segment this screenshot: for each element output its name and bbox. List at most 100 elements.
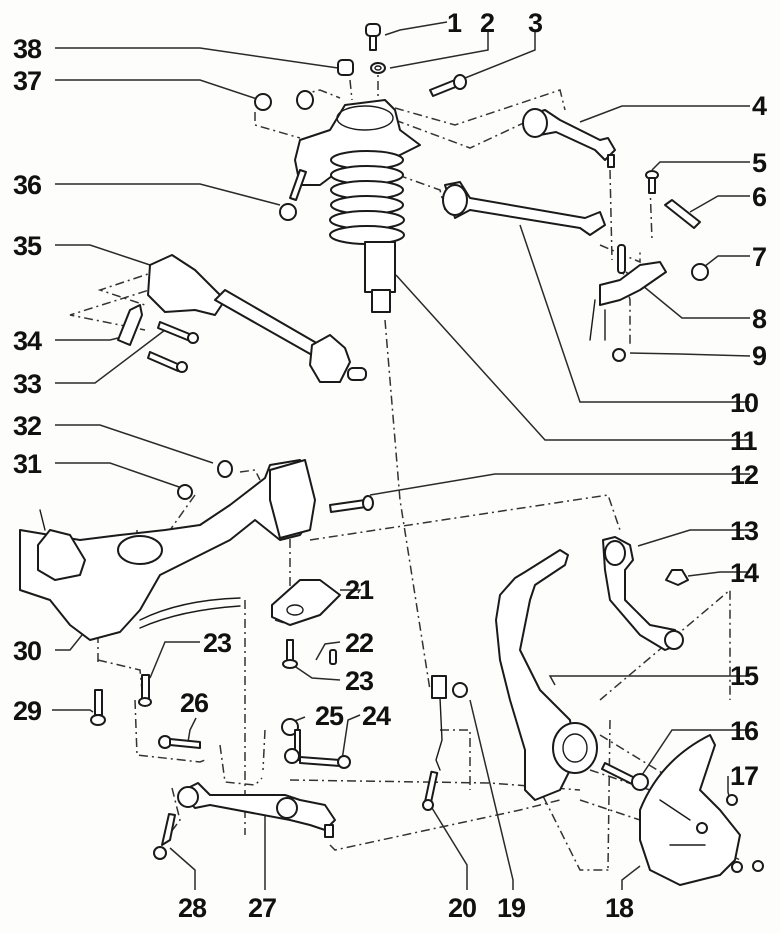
part-bolt-24 [299, 755, 351, 769]
part-bolt-23a [282, 639, 298, 669]
callout-8: 8 [752, 304, 767, 334]
callout-3: 3 [528, 8, 543, 38]
callout-17: 17 [730, 761, 759, 791]
part-shock-absorber [364, 241, 396, 313]
callout-32: 32 [13, 411, 42, 441]
leader-24 [341, 714, 361, 761]
leader-10 [519, 224, 750, 403]
part-drive-shaft-bolt [601, 762, 649, 791]
callout-6: 6 [752, 182, 767, 212]
leader-2 [389, 30, 489, 69]
part-wheel-bearing-housing [495, 549, 598, 801]
part-upper-arm-front [522, 108, 616, 168]
part-washer [370, 62, 386, 74]
callout-16: 16 [730, 716, 759, 746]
part-nut-9 [612, 348, 626, 362]
callout-19: 19 [497, 893, 526, 923]
leader-18 [621, 865, 641, 890]
part-bolt-29 [90, 689, 106, 726]
leader-27 [261, 809, 266, 890]
leader-29 [52, 709, 94, 713]
leader-36 [55, 183, 281, 206]
leader-13 [637, 529, 750, 547]
leader-14 [687, 571, 750, 577]
leader-38 [55, 47, 339, 69]
callout-36: 36 [13, 170, 42, 200]
callout-7: 7 [752, 242, 767, 272]
callout-22: 22 [345, 628, 374, 658]
callout-10: 10 [730, 388, 759, 418]
part-bolt-36 [279, 169, 307, 221]
callout-21: 21 [345, 575, 374, 605]
callout-4: 4 [752, 91, 767, 121]
leader-30 [55, 634, 83, 651]
part-strut-top-mount [294, 99, 421, 186]
leader-19 [469, 699, 514, 890]
leader-9 [629, 352, 751, 357]
callout-38: 38 [13, 34, 42, 64]
callout-34: 34 [13, 326, 42, 356]
leader-11 [395, 274, 750, 441]
leader-15 [548, 675, 750, 686]
leader-5 [651, 161, 750, 171]
part-bolts-33 [147, 321, 199, 373]
part-bolt-12 [329, 495, 374, 513]
part-lower-guide-link [177, 782, 336, 838]
callout-11: 11 [730, 426, 758, 456]
callout-20: 20 [448, 893, 477, 923]
leader-16 [639, 729, 750, 779]
part-coil-spring [329, 150, 405, 245]
callout-26: 26 [180, 688, 209, 718]
leader-6 [689, 195, 750, 213]
leader-4 [579, 105, 750, 123]
part-top-mount-bolt [365, 23, 381, 51]
part-knuckle-upper-clamp [589, 261, 667, 341]
part-sensor-wire [431, 675, 447, 771]
leader-31 [55, 462, 183, 489]
leader-33 [55, 329, 166, 384]
callout-27: 27 [248, 893, 277, 923]
callout-5: 5 [752, 148, 767, 178]
leader-34 [55, 337, 119, 341]
part-nut-19 [452, 682, 468, 698]
leader-21 [340, 589, 362, 594]
callout-31: 31 [13, 449, 42, 479]
leader-1 [384, 21, 448, 36]
callout-33: 33 [13, 369, 42, 399]
part-bolt-26 [158, 735, 201, 749]
part-bolt-5 [645, 170, 659, 194]
part-bolt-20 [422, 770, 439, 811]
callout-29: 29 [13, 696, 42, 726]
part-lock-plate [117, 304, 143, 346]
part-track-control-arm [602, 536, 684, 651]
leader-22 [315, 641, 341, 661]
leader-35 [55, 244, 151, 266]
part-bracket-21 [271, 579, 341, 626]
leader-32 [55, 424, 214, 464]
part-bolt-23b [138, 674, 152, 707]
part-nut-38 [337, 59, 354, 76]
part-upper-arm-rear [442, 181, 606, 236]
assembly-lines [69, 62, 741, 871]
callout-23-right: 23 [345, 666, 374, 696]
leader-37 [55, 79, 261, 101]
part-coupling-rod [281, 718, 301, 764]
callout-35: 35 [13, 231, 42, 261]
callout-18: 18 [605, 893, 634, 923]
part-bolts-17 [696, 794, 764, 873]
callout-13: 13 [730, 516, 759, 546]
part-subframe [19, 459, 316, 641]
leader-20 [431, 807, 468, 890]
callout-24: 24 [362, 701, 391, 731]
part-pinch-bolt-8 [617, 244, 626, 274]
part-nuts-37 [254, 90, 314, 111]
callout-15: 15 [730, 661, 759, 691]
leader-26 [187, 717, 197, 743]
part-clamp-bolt-6 [664, 199, 701, 229]
callout-37: 37 [13, 66, 42, 96]
callout-30: 30 [13, 636, 42, 666]
leader-3 [454, 30, 536, 83]
part-nut-31 [177, 484, 193, 500]
callout-2: 2 [480, 8, 495, 38]
